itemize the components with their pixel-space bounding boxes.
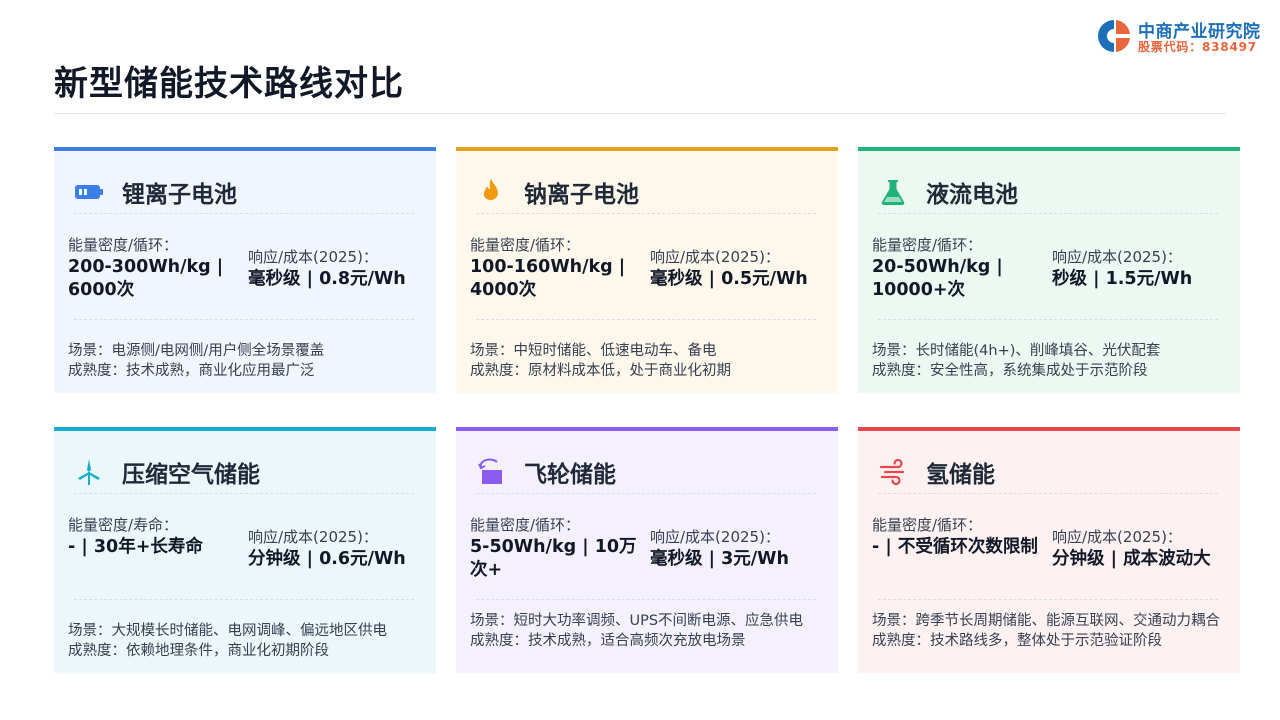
metric-label: 能量密度/循环： [470, 236, 581, 254]
card-divider [878, 493, 1218, 494]
card-divider [74, 319, 414, 320]
flask-icon [881, 180, 905, 206]
title-divider [54, 113, 1226, 114]
card-title: 钠离子电池 [524, 182, 639, 208]
card-notes: 场景：长时储能(4h+)、削峰填谷、光伏配套 成熟度：安全性高，系统集成处于示范… [872, 341, 1232, 381]
card-header: 氢储能 [878, 449, 1218, 493]
logo-name: 中商产业研究院 [1138, 22, 1261, 42]
card-flywheel: 飞轮储能 能量密度/循环： 5-50Wh/kg | 10万次+ 响应/成本(20… [456, 427, 838, 673]
logo-mark-icon [1098, 20, 1130, 52]
metric-value: 毫秒级 | 0.8元/Wh [248, 269, 406, 289]
maturity-text: 成熟度：技术路线多，整体处于示范验证阶段 [872, 633, 1162, 649]
metric-label: 响应/成本(2025)： [248, 248, 378, 266]
card-lithium-ion: 锂离子电池 能量密度/循环： 200-300Wh/kg | 6000次 响应/成… [54, 147, 436, 393]
card-notes: 场景：跨季节长周期储能、能源互联网、交通动力耦合 成熟度：技术路线多，整体处于示… [872, 611, 1232, 651]
card-header: 钠离子电池 [476, 169, 816, 213]
metric-value: 分钟级 | 0.6元/Wh [248, 549, 406, 569]
card-header: 锂离子电池 [74, 169, 414, 213]
metric-energy: 能量密度/循环： 200-300Wh/kg | 6000次 [68, 235, 246, 302]
metric-label: 能量密度/循环： [68, 236, 179, 254]
card-divider [476, 493, 816, 494]
card-compressed-air: 压缩空气储能 能量密度/寿命： - | 30年+长寿命 响应/成本(2025)：… [54, 427, 436, 673]
metric-label: 能量密度/寿命： [68, 516, 179, 534]
metric-label: 能量密度/循环： [872, 236, 983, 254]
maturity-text: 成熟度：依赖地理条件，商业化初期阶段 [68, 643, 329, 659]
card-divider [878, 319, 1218, 320]
scene-text: 场景：电源侧/电网侧/用户侧全场景覆盖 [68, 343, 325, 359]
scene-text: 场景：中短时储能、低速电动车、备电 [470, 343, 717, 359]
card-notes: 场景：短时大功率调频、UPS不间断电源、应急供电 成熟度：技术成熟，适合高频次充… [470, 611, 830, 651]
flywheel-icon [478, 458, 502, 484]
metric-label: 能量密度/循环： [872, 516, 983, 534]
metric-label: 响应/成本(2025)： [1052, 528, 1182, 546]
card-divider [476, 319, 816, 320]
scene-text: 场景：长时储能(4h+)、削峰填谷、光伏配套 [872, 343, 1161, 359]
maturity-text: 成熟度：安全性高，系统集成处于示范阶段 [872, 363, 1148, 379]
metric-label: 响应/成本(2025)： [1052, 248, 1182, 266]
company-logo: 中商产业研究院 股票代码：838497 [1096, 16, 1276, 56]
card-divider [878, 213, 1218, 214]
metric-value: 秒级 | 1.5元/Wh [1052, 269, 1193, 289]
metric-energy: 能量密度/循环： 5-50Wh/kg | 10万次+ [470, 515, 648, 582]
card-title: 飞轮储能 [524, 462, 616, 488]
card-title: 氢储能 [926, 462, 995, 488]
card-divider [476, 599, 816, 600]
metric-response-cost: 响应/成本(2025)： 分钟级 | 0.6元/Wh [248, 515, 432, 571]
maturity-text: 成熟度：原材料成本低，处于商业化初期 [470, 363, 731, 379]
metric-value: 毫秒级 | 0.5元/Wh [650, 269, 808, 289]
card-notes: 场景：中短时储能、低速电动车、备电 成熟度：原材料成本低，处于商业化初期 [470, 341, 830, 381]
metric-energy: 能量密度/循环： 100-160Wh/kg | 4000次 [470, 235, 648, 302]
card-header: 飞轮储能 [476, 449, 816, 493]
metric-value: - | 不受循环次数限制 [872, 537, 1038, 557]
wind-turbine-icon [78, 459, 100, 485]
metric-energy: 能量密度/寿命： - | 30年+长寿命 [68, 515, 246, 559]
metric-value: - | 30年+长寿命 [68, 537, 203, 557]
card-divider [74, 213, 414, 214]
metric-value: 100-160Wh/kg | 4000次 [470, 257, 626, 300]
scene-text: 场景：跨季节长周期储能、能源互联网、交通动力耦合 [872, 613, 1220, 629]
maturity-text: 成熟度：技术成熟，适合高频次充放电场景 [470, 633, 746, 649]
metric-response-cost: 响应/成本(2025)： 毫秒级 | 3元/Wh [650, 515, 834, 571]
metric-value: 200-300Wh/kg | 6000次 [68, 257, 224, 300]
card-flow-battery: 液流电池 能量密度/循环： 20-50Wh/kg | 10000+次 响应/成本… [858, 147, 1240, 393]
metric-value: 毫秒级 | 3元/Wh [650, 549, 789, 569]
card-notes: 场景：大规模长时储能、电网调峰、偏远地区供电 成熟度：依赖地理条件，商业化初期阶… [68, 621, 428, 661]
card-header: 液流电池 [878, 169, 1218, 213]
card-title: 液流电池 [926, 182, 1018, 208]
metric-value: 5-50Wh/kg | 10万次+ [470, 537, 637, 580]
card-hydrogen: 氢储能 能量密度/循环： - | 不受循环次数限制 响应/成本(2025)： 分… [858, 427, 1240, 673]
card-divider [74, 493, 414, 494]
card-divider [878, 599, 1218, 600]
card-divider [74, 599, 414, 600]
scene-text: 场景：大规模长时储能、电网调峰、偏远地区供电 [68, 623, 387, 639]
metric-response-cost: 响应/成本(2025)： 秒级 | 1.5元/Wh [1052, 235, 1236, 291]
metric-response-cost: 响应/成本(2025)： 毫秒级 | 0.5元/Wh [650, 235, 834, 291]
metric-label: 响应/成本(2025)： [650, 528, 780, 546]
metric-energy: 能量密度/循环： 20-50Wh/kg | 10000+次 [872, 235, 1050, 302]
hydrogen-wind-icon [879, 458, 905, 486]
metric-label: 能量密度/循环： [470, 516, 581, 534]
metric-response-cost: 响应/成本(2025)： 分钟级 | 成本波动大 [1052, 515, 1236, 571]
metric-label: 响应/成本(2025)： [650, 248, 780, 266]
flame-icon [483, 179, 498, 201]
card-title: 压缩空气储能 [122, 462, 260, 488]
card-divider [476, 213, 816, 214]
card-notes: 场景：电源侧/电网侧/用户侧全场景覆盖 成熟度：技术成熟，商业化应用最广泛 [68, 341, 428, 381]
maturity-text: 成熟度：技术成熟，商业化应用最广泛 [68, 363, 315, 379]
metric-energy: 能量密度/循环： - | 不受循环次数限制 [872, 515, 1050, 559]
scene-text: 场景：短时大功率调频、UPS不间断电源、应急供电 [470, 613, 804, 629]
metric-response-cost: 响应/成本(2025)： 毫秒级 | 0.8元/Wh [248, 235, 432, 291]
metric-value: 20-50Wh/kg | 10000+次 [872, 257, 1003, 300]
battery-icon [75, 185, 103, 199]
card-title: 锂离子电池 [122, 182, 237, 208]
card-sodium-ion: 钠离子电池 能量密度/循环： 100-160Wh/kg | 4000次 响应/成… [456, 147, 838, 393]
metric-value: 分钟级 | 成本波动大 [1052, 549, 1211, 569]
page-title: 新型储能技术路线对比 [54, 64, 404, 104]
metric-label: 响应/成本(2025)： [248, 528, 378, 546]
card-header: 压缩空气储能 [74, 449, 414, 493]
logo-stock-code: 股票代码：838497 [1138, 40, 1257, 54]
